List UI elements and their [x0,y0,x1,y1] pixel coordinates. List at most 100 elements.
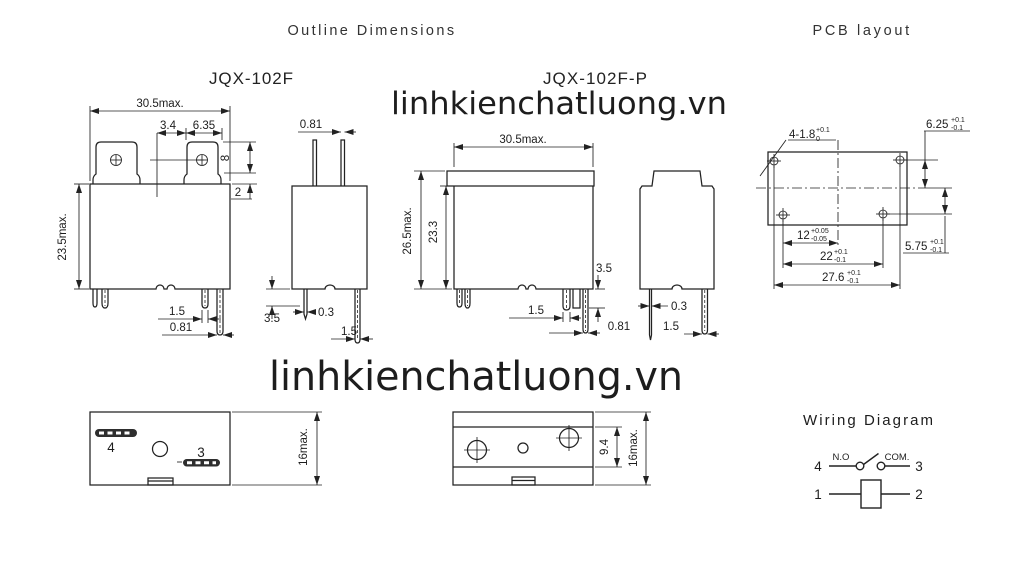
switch-contact [855,461,865,471]
wiring-com-label: COM. [885,452,910,463]
coil-pin [312,139,318,186]
pcb-layout-title: PCB layout [813,23,910,39]
dim-575-tol-dn: -0.1 [930,247,942,254]
coil-symbol [860,479,882,509]
dim-pin-w-side-f: 1.5 [341,326,357,338]
dim-hole-dia: 4-1.8 [789,129,815,141]
dim-22-tol-up: +0.1 [834,249,848,256]
dim-pin-w-side-p: 1.5 [663,321,679,333]
pin-hole-crosshair [464,437,490,463]
switch-blade [863,452,879,466]
terminal-number-3: 3 [197,445,205,460]
dim-pin-w-p: 1.5 [528,305,544,317]
dim-276: 27.6 [822,272,844,284]
dim-tab-step: 2 [235,187,241,199]
switch-contact [876,461,886,471]
dim-tab-offset: 3.4 [160,120,177,132]
dim-pin-t-p: 0.81 [608,321,630,333]
dim-standoff-f: 3.5 [264,313,280,325]
pin-hole-crosshair [556,425,582,451]
coil-pin [340,139,346,186]
dim-625-tol-dn: -0.1 [951,125,963,132]
pcb-pin-long [216,289,224,336]
dim-pin-w-f: 1.5 [169,306,185,318]
thin-pin [303,289,308,322]
dim-standoff-p: 3.5 [596,263,612,275]
side-view-jqx102f: 0.81 3.5 0.3 1.5 [264,119,373,344]
mount-hole [876,207,890,221]
center-hole [151,440,169,458]
center-hole-p [517,442,529,454]
bottom-view-jqx102f: 4 3 16max. [89,411,322,486]
model-label-jqx102f-p: JQX-102F-P [543,69,647,88]
pcb-pin [456,289,463,308]
dim-tab-width: 6.35 [193,120,215,132]
dim-depth-f: 16max. [298,428,310,466]
dim-22-tol-dn: -0.1 [834,257,846,264]
pcb-pin [101,289,109,309]
dim-12-tol-dn: -0.05 [811,236,827,243]
pcb-pin [464,289,471,309]
wiring-diagram-title: Wiring Diagram [803,412,933,429]
dim-pin-thin-p: 0.3 [671,301,687,313]
dim-hole-dia-tol-dn: 0 [816,136,820,143]
wiring-pin-3: 3 [915,459,923,474]
pcb-layout-view: 4-1.8 +0.1 0 6.25 +0.1 -0.1 5.75 +0.1 -0… [756,117,970,289]
dim-pin-t-f: 0.81 [170,322,192,334]
wiring-no-label: N.O [833,452,850,463]
watermark-bottom: linhkienchatluong.vn [269,354,683,400]
dim-body-height-p: 23.3 [428,221,440,243]
terminal-slot-3 [183,459,220,467]
dim-pin-t-side: 0.81 [300,119,322,131]
wiring-pin-2: 2 [915,487,923,502]
dim-625-tol-up: +0.1 [951,117,965,124]
dim-width-f: 30.5max. [136,98,183,110]
quick-connect-tab-right [183,141,222,184]
bottom-view-jqx102f-p: 9.4 16max. [452,411,651,486]
mount-hole [776,208,790,222]
dim-12: 12 [797,230,810,242]
side-view-jqx102f-p: 0.3 1.5 [638,170,719,341]
front-view-jqx102f: 30.5max. 6.35 3.4 8 2 23.5max. 1.5 0.81 [57,98,257,338]
quick-connect-tab-left [92,141,141,184]
wiring-pin-1: 1 [814,487,822,502]
relay-body-side-p [639,170,715,290]
pcb-pin [562,289,571,311]
dim-12-tol-up: +0.05 [811,228,829,235]
bottom-outline-p [452,411,594,486]
dim-276-tol-dn: -0.1 [847,278,859,285]
relay-body [89,183,231,290]
dim-height-p: 26.5max. [402,207,414,254]
outline-dimensions-title: Outline Dimensions [288,23,455,39]
thin-pin [648,289,653,341]
model-label-jqx102f: JQX-102F [209,69,293,88]
dim-width-p: 30.5max. [499,134,546,146]
pcb-pin-long [354,289,361,344]
dim-depth-p: 16max. [628,429,640,467]
dim-625: 6.25 [926,119,948,131]
pcb-board [767,151,908,226]
pcb-pin [92,289,98,308]
dim-height-f: 23.5max. [57,213,69,260]
dim-22: 22 [820,251,833,263]
watermark-top: linhkienchatluong.vn [391,86,727,122]
dim-575: 5.75 [905,241,927,253]
wiring-pin-4: 4 [814,459,822,474]
pcb-pin [201,289,209,309]
relay-body-p [453,186,594,290]
dim-pin-thin-f: 0.3 [318,307,334,319]
pcb-pin [572,289,581,309]
dim-575-tol-up: +0.1 [930,239,944,246]
relay-lid [446,170,595,187]
pcb-pin-long [582,289,589,334]
wiring-diagram: Wiring Diagram 4 N.O COM. 3 1 2 [803,412,933,509]
dim-hole-dia-tol-up: +0.1 [816,127,830,134]
terminal-number-4: 4 [107,440,115,455]
relay-body-side [291,185,368,290]
dim-tab-height: 8 [220,155,232,161]
front-view-jqx102f-p: 30.5max. 26.5max. 23.3 3.5 1.5 0.81 [402,134,630,336]
pcb-pin-long [701,289,709,335]
dim-band-p: 9.4 [599,438,611,455]
